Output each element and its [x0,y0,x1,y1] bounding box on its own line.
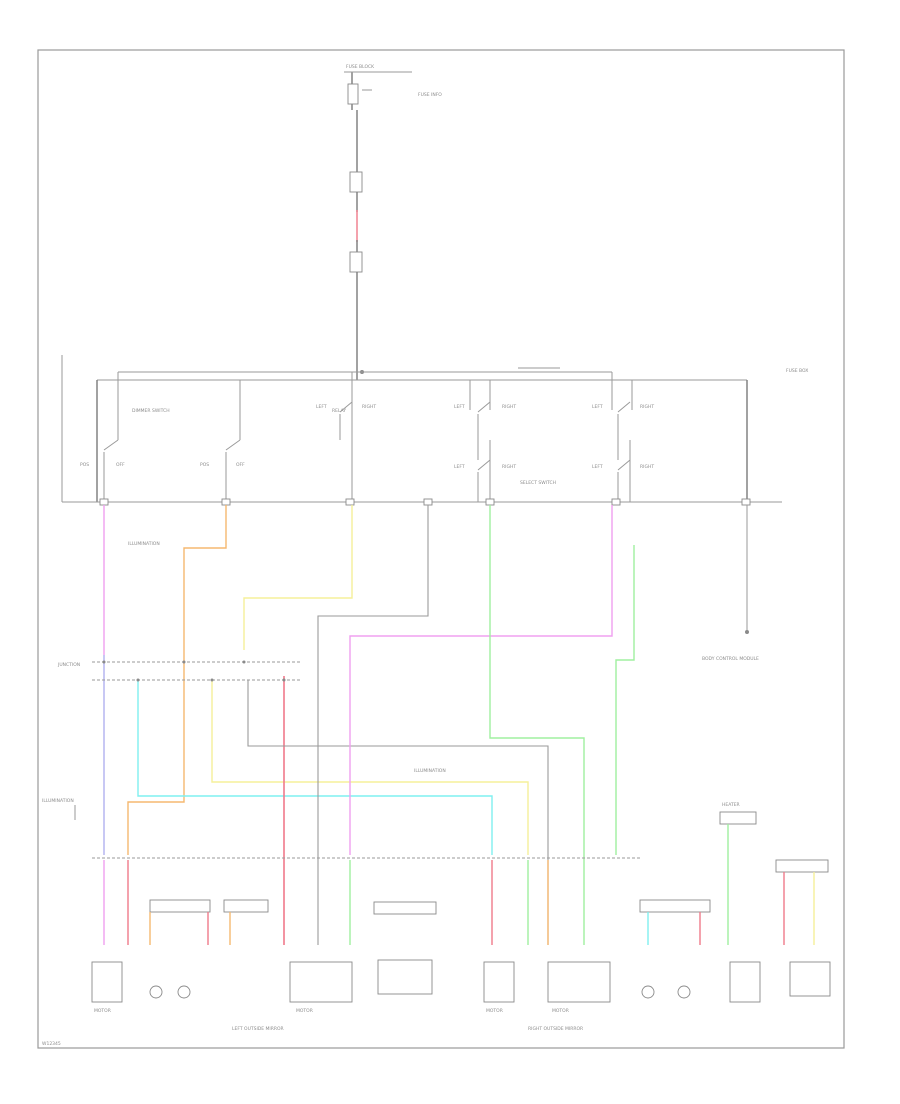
illumination-mid-label: ILLUMINATION [414,768,446,774]
left-heater [149,899,211,913]
svg-text:RIGHT: RIGHT [640,404,654,410]
colored-wires: ILLUMINATION ILLUMINATION BODY CONTROL M… [103,505,759,945]
hazard-relay-label: RELAY [332,408,346,414]
svg-text:RIGHT: RIGHT [362,404,376,410]
svg-text:LEFT: LEFT [454,404,465,410]
right-sensor-b [789,961,831,997]
select-switch-label: SELECT SWITCH [520,480,556,486]
svg-text:LEFT: LEFT [592,464,603,470]
heater-right-label: HEATER [722,802,740,808]
motor-right-a-label: MOTOR [486,1008,503,1014]
fuse-3 [349,251,363,273]
left-motor-a [91,961,123,1003]
fuse-2 [349,171,363,193]
left-sensor [223,899,269,913]
left-sensor-b [377,959,433,995]
left-motor-b [289,961,353,1003]
connector-block: JUNCTION [57,660,300,682]
svg-text:RIGHT: RIGHT [502,404,516,410]
right-top-box-label: FUSE BOX [786,368,808,374]
right-mirror-group: HEATER MOTOR MOTOR RIGHT OUTSIDE MIRROR [483,802,831,1032]
right-heater-block [639,899,711,913]
fuse-1 [347,83,359,105]
motor-right-b-label: MOTOR [552,1008,569,1014]
svg-text:RIGHT: RIGHT [640,464,654,470]
left-mirror-group: MOTOR MOTOR LEFT OUTSIDE MIRROR [91,899,437,1032]
left-motor-block [373,901,437,915]
right-heater [719,811,757,825]
motor-left-a-label: MOTOR [94,1008,111,1014]
fuse-block-label: FUSE BLOCK [346,64,375,70]
svg-text:ILLUMINATION: ILLUMINATION [42,798,74,804]
dimmer-switch-label: DIMMER SWITCH [132,408,170,414]
body-control-label: BODY CONTROL MODULE [702,656,759,662]
diagram-frame [37,49,845,1049]
right-heater-element [729,961,761,1003]
lower-harness: ILLUMINATION [42,798,640,859]
top-feed: FUSE BLOCK FUSE INFO [344,64,442,380]
fuse-note-label: FUSE INFO [418,92,442,98]
switch-assembly: DIMMER SWITCH RELAY SELECT SWITCH POS OF… [61,355,782,506]
illumination-left-label: ILLUMINATION [128,541,160,547]
motor-left-b-label: MOTOR [296,1008,313,1014]
connector-block-label: JUNCTION [57,662,80,668]
svg-text:OFF: OFF [236,462,245,468]
page-ref: W12345 [42,1041,61,1047]
svg-text:LEFT: LEFT [592,404,603,410]
svg-text:POS: POS [80,462,89,468]
svg-text:RIGHT: RIGHT [502,464,516,470]
right-motor-b [547,961,611,1003]
right-group-label: RIGHT OUTSIDE MIRROR [528,1026,583,1032]
svg-text:LEFT: LEFT [316,404,327,410]
right-sensor [775,859,829,873]
svg-text:POS: POS [200,462,209,468]
right-motor-a [483,961,515,1003]
svg-text:OFF: OFF [116,462,125,468]
svg-text:LEFT: LEFT [454,464,465,470]
left-group-label: LEFT OUTSIDE MIRROR [232,1026,284,1032]
